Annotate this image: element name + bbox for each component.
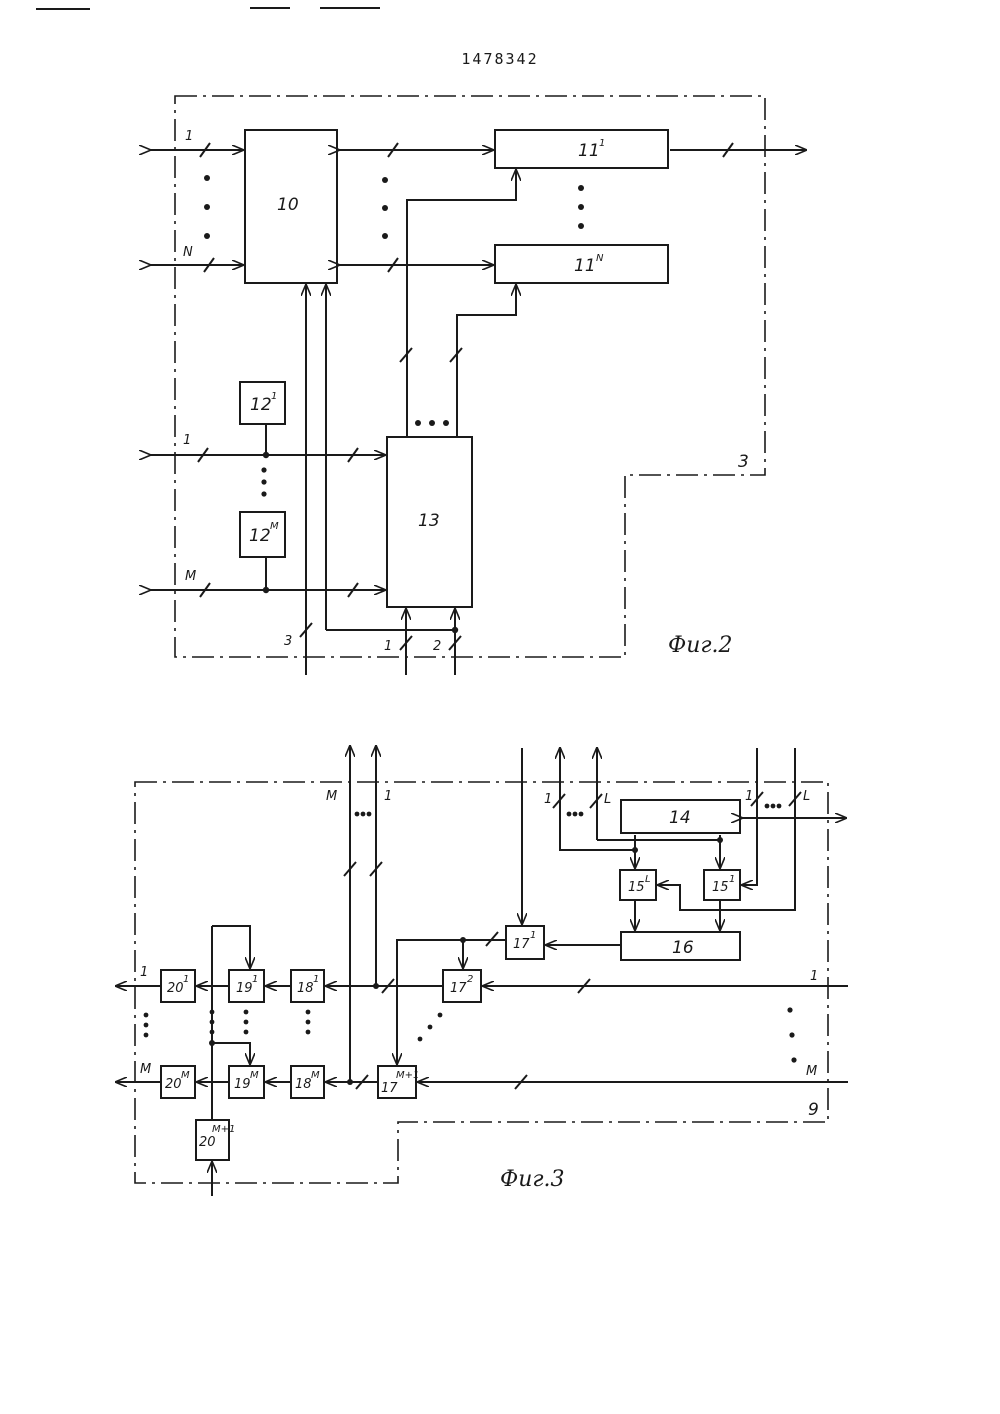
label-block-11-1: 11 (578, 141, 600, 161)
label-frame-9: 9 (808, 1100, 819, 1120)
label-in-M: M (806, 1064, 817, 1079)
label-in-1: 1 (810, 969, 818, 984)
header-rule-marks (36, 8, 380, 9)
label-out-M: M (140, 1062, 151, 1077)
caption-fig2: Фиг.2 (668, 633, 733, 658)
label-bus-m-1: 1 (183, 433, 191, 448)
label-block-17-1: 17 (513, 937, 530, 952)
label-top-right-L: L (803, 789, 810, 804)
vertical-dots-12 (261, 467, 266, 496)
label-block-15-1: 15 (712, 880, 729, 895)
vertical-dots-middle (382, 177, 388, 239)
label-block-19-M: 19 (234, 1077, 251, 1092)
label-block-11-N: 11 (574, 256, 596, 276)
label-block-17-1-sup: 1 (530, 930, 536, 941)
label-top-M: M (326, 789, 337, 804)
label-block-17-2-sup: 2 (467, 974, 473, 985)
label-block-18-1-sup: 1 (313, 974, 319, 985)
figure-2: 10 11 1 11 N 12 1 12 M 13 1 N 1 M 3 1 2 … (150, 96, 806, 675)
label-top-right-1: 1 (745, 789, 753, 804)
figure-3: 14 15 L 15 1 16 17 1 17 2 17 M+1 18 1 18… (116, 746, 848, 1196)
diagonal-dots-17 (418, 1013, 443, 1042)
label-block-15-1-sup: 1 (729, 874, 735, 885)
horizontal-dots-top (355, 812, 372, 817)
label-top-1: 1 (384, 789, 392, 804)
vertical-dots-right (787, 1007, 796, 1062)
label-block-20-M1-sup: M+1 (212, 1124, 235, 1135)
label-frame-3: 3 (738, 452, 749, 472)
label-top-left-1: 1 (544, 792, 552, 807)
label-bottom-2: 2 (433, 639, 441, 654)
label-block-20-M: 20 (165, 1077, 182, 1092)
label-block-17-2: 17 (450, 981, 467, 996)
label-block-19-1: 19 (236, 981, 253, 996)
label-block-12-1-sup: 1 (271, 391, 277, 402)
label-bus-N: N (183, 245, 193, 260)
label-top-left-L: L (604, 792, 611, 807)
label-block-17-M1: 17 (381, 1081, 398, 1096)
label-block-18-M-sup: M (311, 1070, 320, 1081)
horizontal-dots-left-top (567, 812, 584, 817)
label-block-20-1-sup: 1 (183, 974, 189, 985)
label-block-18-M: 18 (295, 1077, 312, 1092)
label-block-11-1-sup: 1 (599, 138, 605, 149)
label-out-1: 1 (140, 965, 148, 980)
label-bottom-3: 3 (284, 634, 292, 649)
label-block-20-M-sup: M (181, 1070, 190, 1081)
label-block-17-M1-sup: M+1 (396, 1070, 419, 1081)
vertical-dots-left (204, 175, 210, 239)
label-block-12-M: 12 (249, 526, 271, 546)
label-block-18-1: 18 (297, 981, 314, 996)
label-block-16: 16 (672, 938, 694, 958)
label-block-11-N-sup: N (596, 253, 604, 264)
label-block-20-M1: 20 (199, 1135, 216, 1150)
label-bottom-1: 1 (384, 639, 392, 654)
label-block-10: 10 (277, 195, 299, 215)
label-bus-1: 1 (185, 129, 193, 144)
horizontal-dots-13 (415, 420, 449, 426)
label-block-19-M-sup: M (250, 1070, 259, 1081)
label-block-14: 14 (669, 808, 691, 828)
vertical-dots-19 (144, 1010, 311, 1038)
label-bus-M: M (185, 569, 196, 584)
label-block-19-1-sup: 1 (252, 974, 258, 985)
label-block-12-M-sup: M (270, 521, 279, 532)
label-block-12-1: 12 (250, 395, 272, 415)
label-block-13: 13 (418, 511, 440, 531)
horizontal-dots-right-top (765, 804, 782, 809)
label-block-15-L: 15 (628, 880, 645, 895)
label-block-20-1: 20 (167, 981, 184, 996)
vertical-dots-right (578, 185, 584, 229)
caption-fig3: Фиг.3 (500, 1167, 565, 1192)
label-block-15-L-sup: L (645, 874, 651, 885)
